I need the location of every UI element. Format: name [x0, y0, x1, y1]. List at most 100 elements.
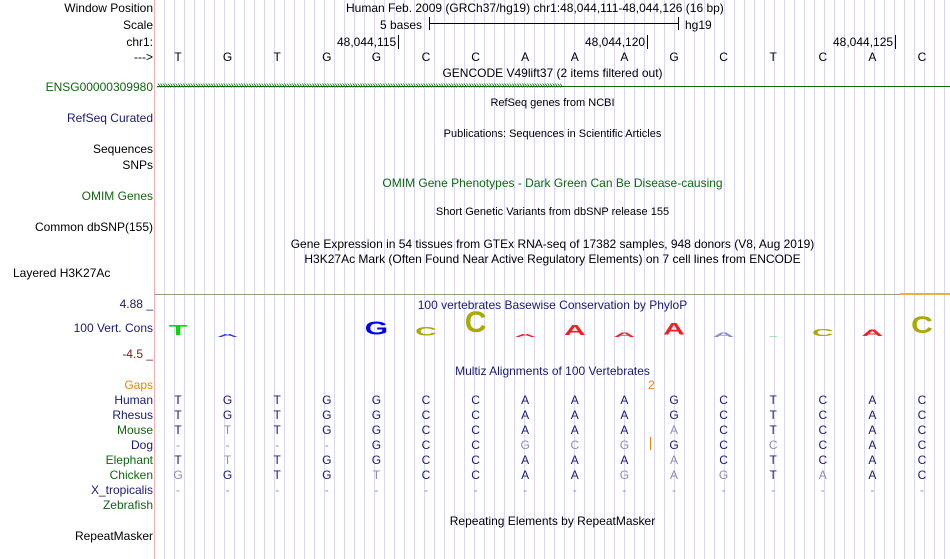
species-label[interactable]: Zebrafish [102, 498, 153, 512]
label-strand[interactable]: ---> [134, 50, 153, 64]
alignment-base: G [669, 438, 679, 452]
alignment-base: A [868, 453, 877, 467]
alignment-base: - [424, 483, 428, 497]
logo-letter: C [464, 306, 487, 339]
alignment-base: C [471, 408, 480, 422]
omim-title: OMIM Gene Phenotypes - Dark Green Can Be… [382, 176, 723, 190]
alignment-base: C [471, 393, 480, 407]
scale-assembly: hg19 [685, 18, 712, 32]
sequence-base: C [421, 50, 431, 64]
label-omim[interactable]: OMIM Genes [81, 189, 153, 203]
logo-letter: G [364, 318, 389, 339]
logo-letter: A [861, 328, 884, 339]
alignment-base: A [868, 393, 877, 407]
alignment-base: T [769, 453, 777, 467]
label-repeatmasker[interactable]: RepeatMasker [74, 529, 153, 543]
alignment-base: A [868, 408, 877, 422]
sequence-base: C [471, 50, 480, 64]
alignment-base: C [818, 393, 828, 407]
alignment-base: T [273, 393, 281, 407]
logo-letter: C [415, 325, 437, 339]
alignment-base: T [223, 453, 232, 467]
label-h3k27ac[interactable]: Layered H3K27Ac [13, 266, 111, 280]
alignment-base: C [421, 453, 431, 467]
alignment-base: A [620, 453, 629, 467]
sequence-base: C [917, 50, 927, 64]
species-label[interactable]: Rhesus [112, 408, 153, 422]
alignment-base: A [521, 393, 530, 407]
alignment-base: C [421, 393, 431, 407]
species-label[interactable]: Mouse [116, 423, 153, 437]
logo-letter: A [613, 331, 636, 339]
alignment-base: G [371, 393, 382, 407]
h3k27ac-signal [155, 294, 900, 295]
scale-bar [429, 17, 679, 30]
alignment-base: A [521, 468, 530, 482]
label-snps[interactable]: SNPs [122, 158, 153, 172]
alignment-base: C [818, 423, 828, 437]
label-dbsnp[interactable]: Common dbSNP(155) [34, 220, 153, 234]
logo-letter: A [563, 322, 586, 339]
alignment-base: C [719, 438, 728, 452]
alignment-base: C [917, 393, 927, 407]
species-label[interactable]: X_tropicalis [90, 483, 153, 497]
sequence-base: G [669, 50, 679, 64]
alignment-base: A [570, 453, 579, 467]
alignment-base: - [225, 438, 230, 452]
alignment-base: C [471, 438, 480, 452]
label-gene[interactable]: ENSG00000309980 [45, 80, 153, 94]
alignment-base: T [372, 468, 381, 482]
alignment-base: - [324, 483, 329, 497]
alignment-base: A [669, 453, 678, 467]
alignment-base: T [769, 393, 777, 407]
alignment-base: C [917, 468, 927, 482]
alignment-base: C [818, 453, 828, 467]
alignment-base: A [570, 468, 579, 482]
label-gaps: Gaps [124, 378, 153, 392]
gap-count: 2 [648, 378, 655, 392]
publications-title: Publications: Sequences in Scientific Ar… [443, 128, 662, 140]
alignment-base: C [917, 453, 927, 467]
alignment-base: A [620, 423, 629, 437]
species-label[interactable]: Elephant [105, 453, 153, 467]
alignment-base: C [421, 438, 431, 452]
cons-max: 4.88 _ [119, 297, 153, 311]
alignment-base: C [917, 438, 927, 452]
h3k27ac-title: H3K27Ac Mark (Often Found Near Active Re… [304, 252, 801, 266]
alignment-base: - [820, 483, 825, 497]
alignment-base: - [176, 438, 180, 452]
base-grid [155, 0, 950, 559]
species-label[interactable]: Dog [130, 438, 153, 452]
label-sequences[interactable]: Sequences [92, 142, 153, 156]
sequence-base: G [322, 50, 332, 64]
alignment-base: G [718, 468, 729, 482]
alignment-base: T [273, 408, 281, 422]
label-cons[interactable]: 100 Vert. Cons [73, 321, 153, 335]
label-refseq[interactable]: RefSeq Curated [66, 111, 153, 125]
alignment-base: G [322, 453, 332, 467]
alignment-base: - [721, 483, 726, 497]
alignment-base: T [223, 423, 232, 437]
species-label[interactable]: Human [114, 393, 153, 407]
alignment-base: A [521, 423, 530, 437]
alignment-base: - [225, 483, 230, 497]
alignment-base: - [473, 483, 478, 497]
alignment-base: A [620, 393, 629, 407]
alignment-base: G [222, 408, 233, 422]
alignment-base: G [669, 393, 679, 407]
alignment-base: - [275, 483, 280, 497]
cons-min: -4.5 _ [122, 347, 153, 361]
species-label[interactable]: Chicken [109, 468, 153, 482]
alignment-base: A [868, 438, 877, 452]
gene-feature[interactable]: ››››››››››››››››››››››››››››››››››››››››… [157, 82, 950, 92]
alignment-base: A [570, 423, 579, 437]
sequence-base: C [818, 50, 828, 64]
multiz-title: Multiz Alignments of 100 Vertebrates [455, 364, 650, 378]
alignment-base: - [176, 483, 180, 497]
sequence-base: A [521, 50, 530, 64]
label-divider[interactable] [154, 0, 155, 559]
alignment-base: C [421, 408, 431, 422]
logo-letter: A [712, 331, 735, 339]
alignment-base: A [521, 453, 530, 467]
label-window-position: Window Position [64, 1, 153, 15]
